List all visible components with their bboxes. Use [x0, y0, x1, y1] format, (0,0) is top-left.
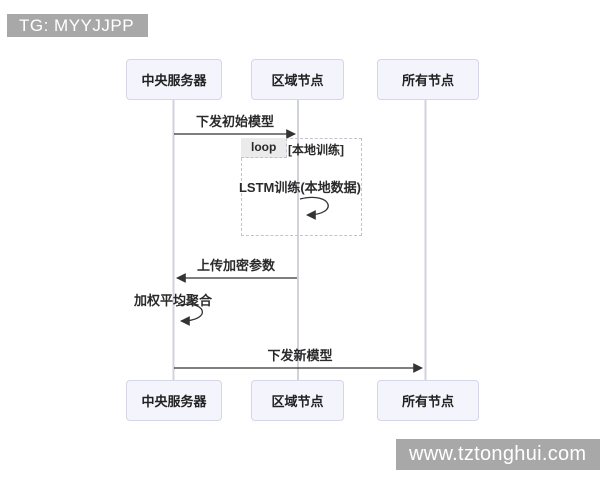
actor-label: 中央服务器 — [141, 394, 207, 409]
actor-label: 区域节点 — [271, 73, 324, 88]
watermark-url: www.tztonghui.com — [396, 439, 600, 470]
message-label-new-model: 下发新模型 — [267, 348, 333, 363]
tg-channel-badge: TG: MYYJJPP — [7, 14, 148, 37]
actor-label: 所有节点 — [401, 394, 454, 409]
actor-bottom-regional-node: 区域节点 — [251, 380, 344, 421]
message-label-lstm-training: LSTM训练(本地数据) — [238, 180, 362, 195]
loop-fragment-label: loop — [241, 138, 288, 158]
message-label-initial-model: 下发初始模型 — [195, 114, 274, 129]
loop-fragment-box — [241, 138, 362, 236]
actor-label: 所有节点 — [401, 73, 454, 88]
actor-label: 区域节点 — [271, 394, 324, 409]
actor-top-central-server: 中央服务器 — [126, 59, 222, 100]
actor-bottom-central-server: 中央服务器 — [126, 380, 222, 421]
actor-top-all-nodes: 所有节点 — [377, 59, 479, 100]
actor-label: 中央服务器 — [141, 73, 207, 88]
message-label-upload-params: 上传加密参数 — [196, 258, 275, 273]
message-label-aggregation: 加权平均聚合 — [133, 293, 212, 308]
actor-bottom-all-nodes: 所有节点 — [377, 380, 479, 421]
loop-fragment-condition: [本地训练] — [288, 143, 344, 157]
actor-top-regional-node: 区域节点 — [251, 59, 344, 100]
